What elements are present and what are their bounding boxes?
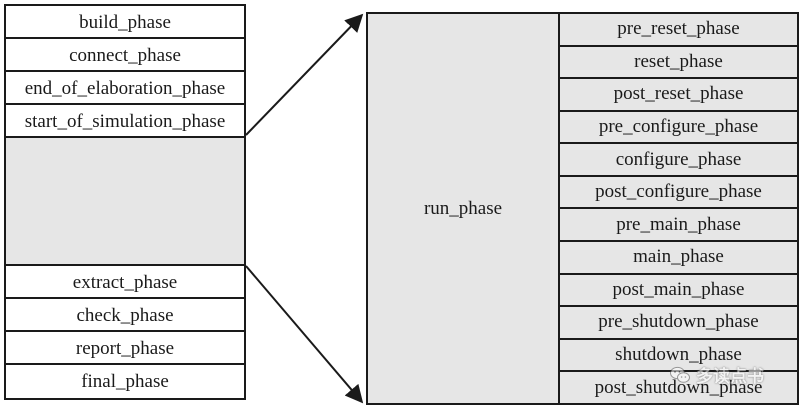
common-phases-column: build_phase connect_phase end_of_elabora… bbox=[4, 4, 246, 400]
subphase-post-main: post_main_phase bbox=[560, 275, 797, 308]
subphase-post-configure: post_configure_phase bbox=[560, 177, 797, 210]
watermark: 多读点书 bbox=[668, 362, 764, 387]
watermark-text: 多读点书 bbox=[696, 367, 764, 387]
subphase-pre-reset: pre_reset_phase bbox=[560, 14, 797, 47]
phase-extract: extract_phase bbox=[6, 266, 244, 299]
subphase-reset: reset_phase bbox=[560, 47, 797, 80]
arrow-top bbox=[245, 13, 364, 136]
subphase-post-shutdown: post_shutdown_phase bbox=[594, 376, 763, 398]
phase-build: build_phase bbox=[6, 6, 244, 39]
run-subphase-list: pre_reset_phase reset_phase post_reset_p… bbox=[560, 14, 797, 403]
phase-final: final_phase bbox=[81, 371, 169, 392]
subphase-main: main_phase bbox=[560, 242, 797, 275]
run-phase-box: run_phase pre_reset_phase reset_phase po… bbox=[366, 12, 799, 405]
phase-end-of-elaboration: end_of_elaboration_phase bbox=[6, 72, 244, 105]
phase-report: report_phase bbox=[6, 332, 244, 365]
phase-start-of-simulation: start_of_simulation_phase bbox=[6, 105, 244, 138]
subphase-configure: configure_phase bbox=[560, 144, 797, 177]
run-phase-label: run_phase bbox=[368, 14, 560, 403]
phase-connect: connect_phase bbox=[6, 39, 244, 72]
subphase-pre-shutdown: pre_shutdown_phase bbox=[560, 307, 797, 340]
arrow-bottom bbox=[245, 265, 364, 404]
phase-check: check_phase bbox=[6, 299, 244, 332]
wechat-logo-icon bbox=[670, 366, 690, 383]
subphase-pre-configure: pre_configure_phase bbox=[560, 112, 797, 145]
subphase-pre-main: pre_main_phase bbox=[560, 209, 797, 243]
subphase-post-reset: post_reset_phase bbox=[560, 79, 797, 112]
run-phase-slot bbox=[6, 138, 244, 266]
